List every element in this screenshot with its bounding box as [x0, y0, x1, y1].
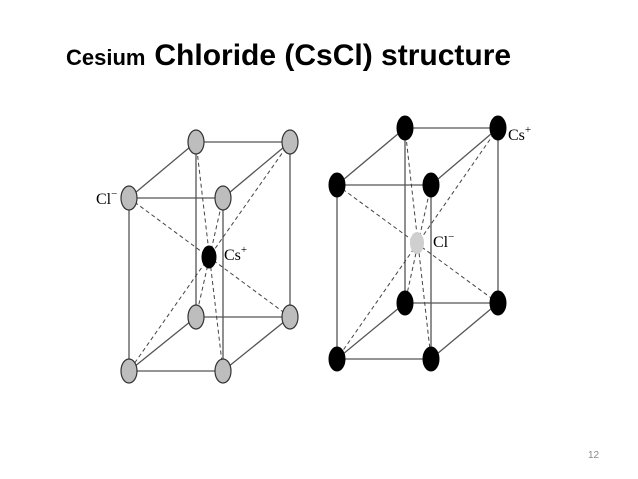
left-cell-corner-atoms [120, 129, 299, 384]
ion-charge: + [241, 244, 247, 256]
corner-atom [422, 346, 440, 372]
corner-atom [328, 172, 346, 198]
corner-atom [214, 358, 232, 384]
corner-atom [187, 129, 205, 155]
corner-atom [489, 115, 507, 141]
title-part-2: Chloride (CsCl) structure [154, 39, 512, 72]
title-part-1: Cesium [66, 45, 146, 70]
slide-title: Cesium Chloride (CsCl) structure [66, 38, 511, 71]
left-cell-edges [128, 141, 291, 372]
corner-atom [120, 185, 138, 211]
corner-atom [489, 290, 507, 316]
ion-charge: + [525, 124, 531, 136]
center-atom [410, 232, 424, 254]
corner-atom [328, 346, 346, 372]
corner-atom [396, 290, 414, 316]
ion-symbol: Cl [96, 191, 112, 208]
left-unit-cell: Cl− Cs+ [96, 129, 299, 384]
corner-atom [396, 115, 414, 141]
center-atom [201, 245, 217, 269]
ion-charge: − [448, 231, 454, 243]
page-number: 12 [588, 450, 600, 461]
corner-atom [214, 185, 232, 211]
ion-symbol: Cl [433, 234, 449, 251]
ion-symbol: Cs [224, 247, 241, 264]
right-unit-cell: Cs+ Cl− [328, 115, 531, 372]
right-cell-edges [336, 127, 499, 360]
right-corner-ion-label: Cs+ [508, 124, 531, 144]
corner-atom [422, 172, 440, 198]
corner-atom [120, 358, 138, 384]
right-center-ion-label: Cl− [433, 231, 454, 251]
ion-charge: − [111, 188, 117, 200]
right-cell-corner-atoms [328, 115, 507, 372]
corner-atom [281, 129, 299, 155]
corner-atom [281, 304, 299, 330]
corner-atom [187, 304, 205, 330]
left-corner-ion-label: Cl− [96, 188, 117, 208]
ion-symbol: Cs [508, 127, 525, 144]
left-center-ion-label: Cs+ [224, 244, 247, 264]
